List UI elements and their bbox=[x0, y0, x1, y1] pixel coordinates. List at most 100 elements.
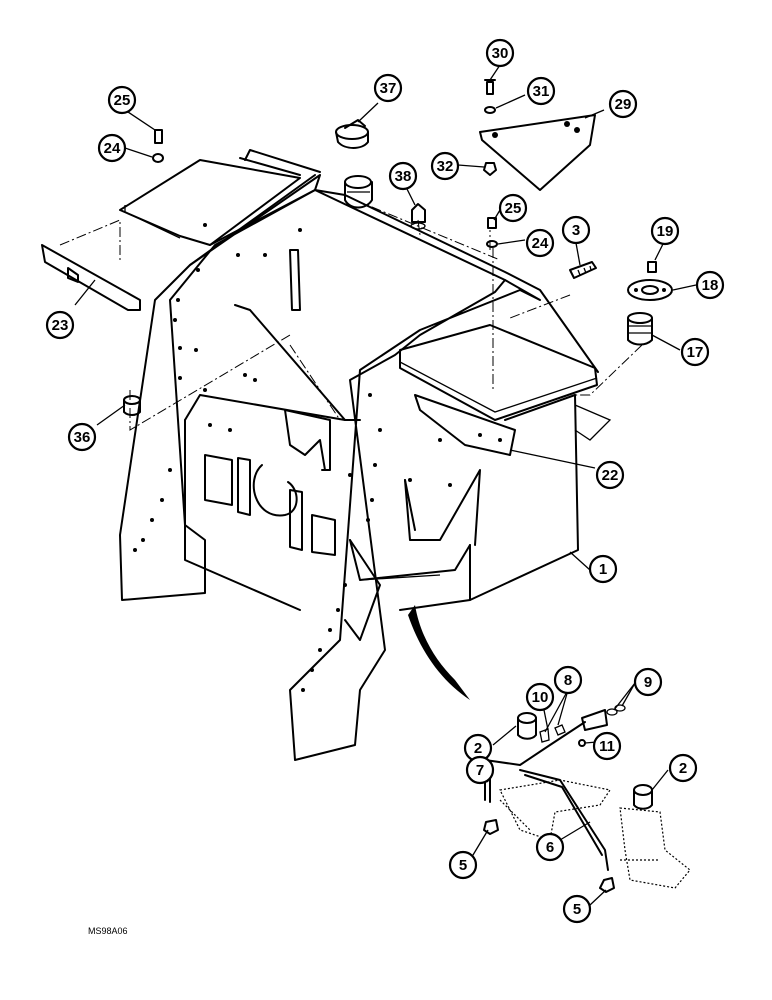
bolt bbox=[487, 217, 497, 229]
callout-circle bbox=[680, 337, 710, 367]
callout-11: 11 bbox=[592, 731, 622, 761]
callout-32: 32 bbox=[430, 151, 460, 181]
callout-10: 10 bbox=[525, 682, 555, 712]
callout-label: 10 bbox=[532, 689, 549, 706]
bolt bbox=[484, 79, 496, 95]
callout-label: 17 bbox=[687, 344, 704, 361]
callout-label: 3 bbox=[572, 222, 580, 239]
callout-6: 6 bbox=[535, 832, 565, 862]
callout-label: 30 bbox=[492, 45, 509, 62]
mounting-plate bbox=[479, 114, 596, 191]
main-frame-chassis bbox=[41, 149, 612, 761]
callout-31: 31 bbox=[526, 76, 556, 106]
callout-circle bbox=[553, 665, 583, 695]
callout-circle bbox=[561, 215, 591, 245]
washer bbox=[484, 106, 496, 114]
callout-17: 17 bbox=[680, 337, 710, 367]
callout-circle bbox=[535, 832, 565, 862]
vent-fitting bbox=[410, 203, 426, 230]
callout-label: 25 bbox=[505, 200, 522, 217]
callout-circle bbox=[430, 151, 460, 181]
pin bbox=[569, 261, 597, 279]
bolt bbox=[154, 129, 163, 144]
callout-circle bbox=[595, 460, 625, 490]
callout-24: 24 bbox=[97, 133, 127, 163]
bushing bbox=[627, 312, 653, 346]
washer bbox=[152, 153, 164, 163]
callout-label: 5 bbox=[459, 857, 467, 874]
callout-label: 19 bbox=[657, 223, 674, 240]
callout-29: 29 bbox=[608, 89, 638, 119]
callout-circle bbox=[608, 89, 638, 119]
callout-label: 31 bbox=[533, 83, 550, 100]
filler-cap bbox=[335, 119, 369, 149]
callout-5: 5 bbox=[562, 894, 592, 924]
callout-circle bbox=[465, 755, 495, 785]
callout-label: 36 bbox=[74, 429, 91, 446]
callout-label: 6 bbox=[546, 839, 554, 856]
callout-8: 8 bbox=[553, 665, 583, 695]
callout-circle bbox=[633, 667, 663, 697]
callout-label: 11 bbox=[599, 738, 615, 755]
callout-circle bbox=[448, 850, 478, 880]
callout-label: 2 bbox=[679, 760, 687, 777]
callout-label: 24 bbox=[532, 235, 549, 252]
callout-7: 7 bbox=[465, 755, 495, 785]
callout-37: 37 bbox=[373, 73, 403, 103]
callout-9: 9 bbox=[633, 667, 663, 697]
callout-circle bbox=[525, 682, 555, 712]
washer bbox=[486, 240, 498, 248]
callout-circle bbox=[650, 216, 680, 246]
callout-23: 23 bbox=[45, 310, 75, 340]
callout-label: 2 bbox=[474, 740, 482, 757]
callout-circle bbox=[45, 310, 75, 340]
callout-label: 9 bbox=[644, 674, 652, 691]
callout-label: 24 bbox=[104, 140, 121, 157]
callout-label: 7 bbox=[476, 762, 484, 779]
callout-24: 24 bbox=[525, 228, 555, 258]
callout-circle bbox=[485, 38, 515, 68]
bolt bbox=[647, 261, 657, 273]
pedal-linkage-detail bbox=[483, 704, 691, 893]
callout-circle bbox=[562, 894, 592, 924]
callout-circle bbox=[107, 85, 137, 115]
callout-circle bbox=[592, 731, 622, 761]
callout-2: 2 bbox=[668, 753, 698, 783]
flange bbox=[627, 279, 673, 301]
callout-25: 25 bbox=[107, 85, 137, 115]
callout-38: 38 bbox=[388, 161, 418, 191]
callout-circle bbox=[388, 161, 418, 191]
callout-label: 38 bbox=[395, 168, 412, 185]
filler-neck bbox=[344, 175, 373, 209]
callout-label: 25 bbox=[114, 92, 131, 109]
callout-label: 5 bbox=[573, 901, 581, 918]
callout-label: 18 bbox=[702, 277, 719, 294]
callout-5: 5 bbox=[448, 850, 478, 880]
callout-18: 18 bbox=[695, 270, 725, 300]
callout-1: 1 bbox=[588, 554, 618, 584]
callout-circle bbox=[498, 193, 528, 223]
callout-circle bbox=[97, 133, 127, 163]
alignment-lines bbox=[59, 199, 643, 431]
nut bbox=[483, 162, 497, 176]
callout-25: 25 bbox=[498, 193, 528, 223]
callout-label: 22 bbox=[602, 467, 619, 484]
callout-circle bbox=[525, 228, 555, 258]
callout-label: 8 bbox=[564, 672, 572, 689]
callout-label: 37 bbox=[380, 80, 397, 97]
callout-label: 1 bbox=[599, 561, 607, 578]
callout-30: 30 bbox=[485, 38, 515, 68]
callout-circle bbox=[67, 422, 97, 452]
callout-19: 19 bbox=[650, 216, 680, 246]
callout-circle bbox=[373, 73, 403, 103]
detail-arrow bbox=[408, 605, 470, 700]
callout-3: 3 bbox=[561, 215, 591, 245]
rubber-bushing bbox=[123, 395, 141, 416]
callout-label: 32 bbox=[437, 158, 454, 175]
callout-circle bbox=[588, 554, 618, 584]
drawing-code: MS98A06 bbox=[88, 926, 128, 936]
callout-circle bbox=[526, 76, 556, 106]
callout-36: 36 bbox=[67, 422, 97, 452]
callout-circle bbox=[668, 753, 698, 783]
